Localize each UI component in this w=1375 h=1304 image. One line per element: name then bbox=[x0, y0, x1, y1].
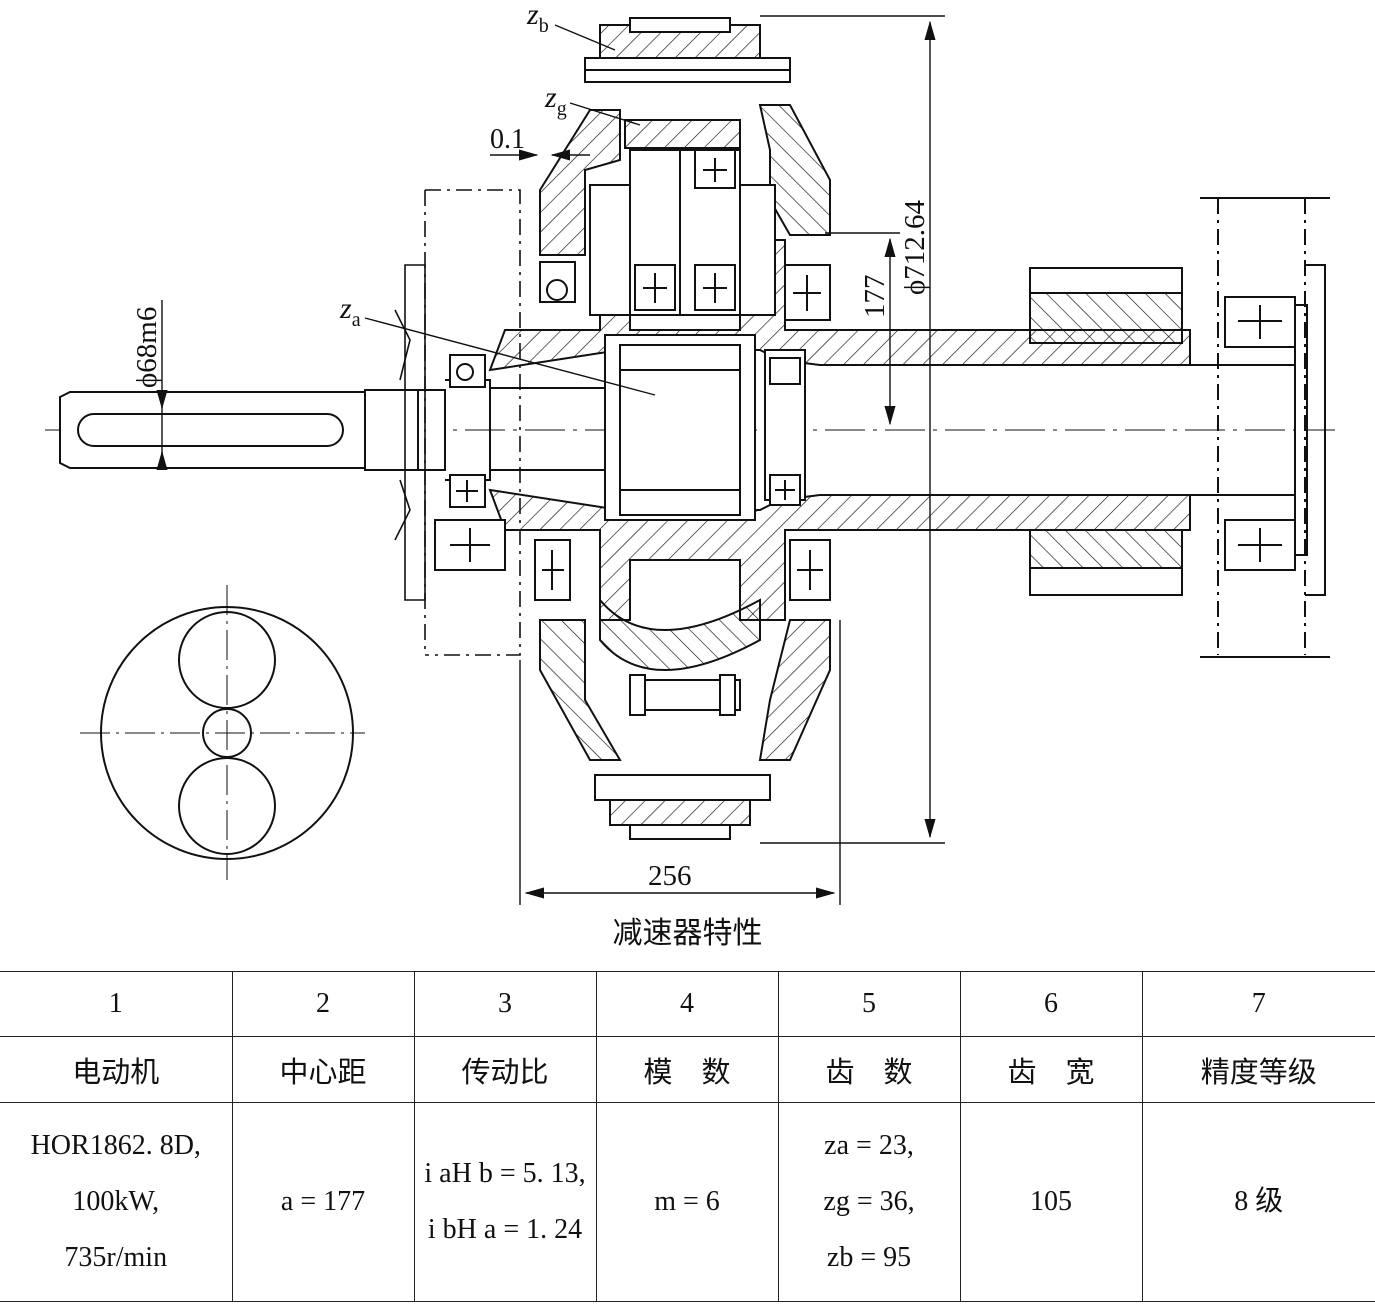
cell-center-distance: a = 177 bbox=[231, 1102, 415, 1302]
header-teeth: 齿 数 bbox=[777, 1036, 961, 1103]
dimensions bbox=[156, 15, 945, 905]
planet-gear bbox=[589, 149, 776, 316]
gearbox-section-drawing: zb zg za 0.1 ϕ68m6 177 ϕ712.64 256 bbox=[45, 0, 1335, 905]
cell-motor: HOR1862. 8D, 100kW, 735r/min bbox=[0, 1102, 233, 1302]
center-distance-label: 177 bbox=[859, 275, 891, 319]
teeth-zb: zb = 95 bbox=[826, 1242, 912, 1273]
teeth-zg: zg = 36, bbox=[823, 1186, 915, 1217]
zb-label: zb bbox=[526, 0, 549, 37]
teeth-za: za = 23, bbox=[824, 1130, 914, 1161]
motor-speed: 735r/min bbox=[64, 1242, 168, 1273]
output-shaft bbox=[1029, 197, 1330, 658]
motor-power: 100kW, bbox=[72, 1186, 160, 1217]
figure-caption: 减速器特性 bbox=[612, 916, 763, 951]
table-row-numbers: 1 2 3 4 5 6 7 bbox=[0, 971, 1375, 1037]
col-number: 2 bbox=[231, 971, 415, 1037]
bearings bbox=[434, 149, 1296, 601]
col-number: 1 bbox=[0, 971, 233, 1037]
za-label: za bbox=[339, 292, 361, 331]
cell-face-width: 105 bbox=[959, 1102, 1143, 1302]
header-accuracy: 精度等级 bbox=[1141, 1036, 1375, 1103]
sun-gear bbox=[604, 334, 756, 521]
col-number: 5 bbox=[777, 971, 961, 1037]
table-row-headers: 电动机 中心距 传动比 模 数 齿 数 齿 宽 精度等级 bbox=[0, 1036, 1375, 1103]
left-coupling bbox=[394, 189, 521, 656]
zg-label: zg bbox=[544, 81, 567, 120]
header-ratio: 传动比 bbox=[413, 1036, 597, 1103]
clearance-label: 0.1 bbox=[490, 124, 525, 155]
width-label: 256 bbox=[648, 860, 692, 892]
shaft-diameter-label: ϕ68m6 bbox=[131, 307, 163, 388]
header-module: 模 数 bbox=[595, 1036, 779, 1103]
header-motor: 电动机 bbox=[0, 1036, 233, 1103]
planet-pin-lower bbox=[629, 674, 741, 716]
header-face-width: 齿 宽 bbox=[959, 1036, 1143, 1103]
cell-teeth: za = 23, zg = 36, zb = 95 bbox=[777, 1102, 961, 1302]
header-center-distance: 中心距 bbox=[231, 1036, 415, 1103]
col-number: 3 bbox=[413, 971, 597, 1037]
gear-arrangement-diagram bbox=[80, 585, 365, 880]
housing-lower bbox=[488, 488, 1191, 840]
ratio-bH: i bH a = 1. 24 bbox=[427, 1214, 583, 1245]
motor-model: HOR1862. 8D, bbox=[30, 1130, 201, 1161]
cell-module: m = 6 bbox=[595, 1102, 779, 1302]
col-number: 4 bbox=[595, 971, 779, 1037]
outer-diameter-label: ϕ712.64 bbox=[899, 199, 931, 295]
reducer-spec-table: 1 2 3 4 5 6 7 电动机 中心距 传动比 模 数 齿 数 齿 宽 精度… bbox=[0, 971, 1375, 1302]
table-row-values: HOR1862. 8D, 100kW, 735r/min a = 177 i a… bbox=[0, 1102, 1375, 1302]
cell-ratio: i aH b = 5. 13, i bH a = 1. 24 bbox=[413, 1102, 597, 1302]
col-number: 6 bbox=[959, 971, 1143, 1037]
col-number: 7 bbox=[1141, 971, 1375, 1037]
cell-accuracy: 8 级 bbox=[1141, 1102, 1375, 1302]
ratio-aH: i aH b = 5. 13, bbox=[424, 1158, 586, 1189]
